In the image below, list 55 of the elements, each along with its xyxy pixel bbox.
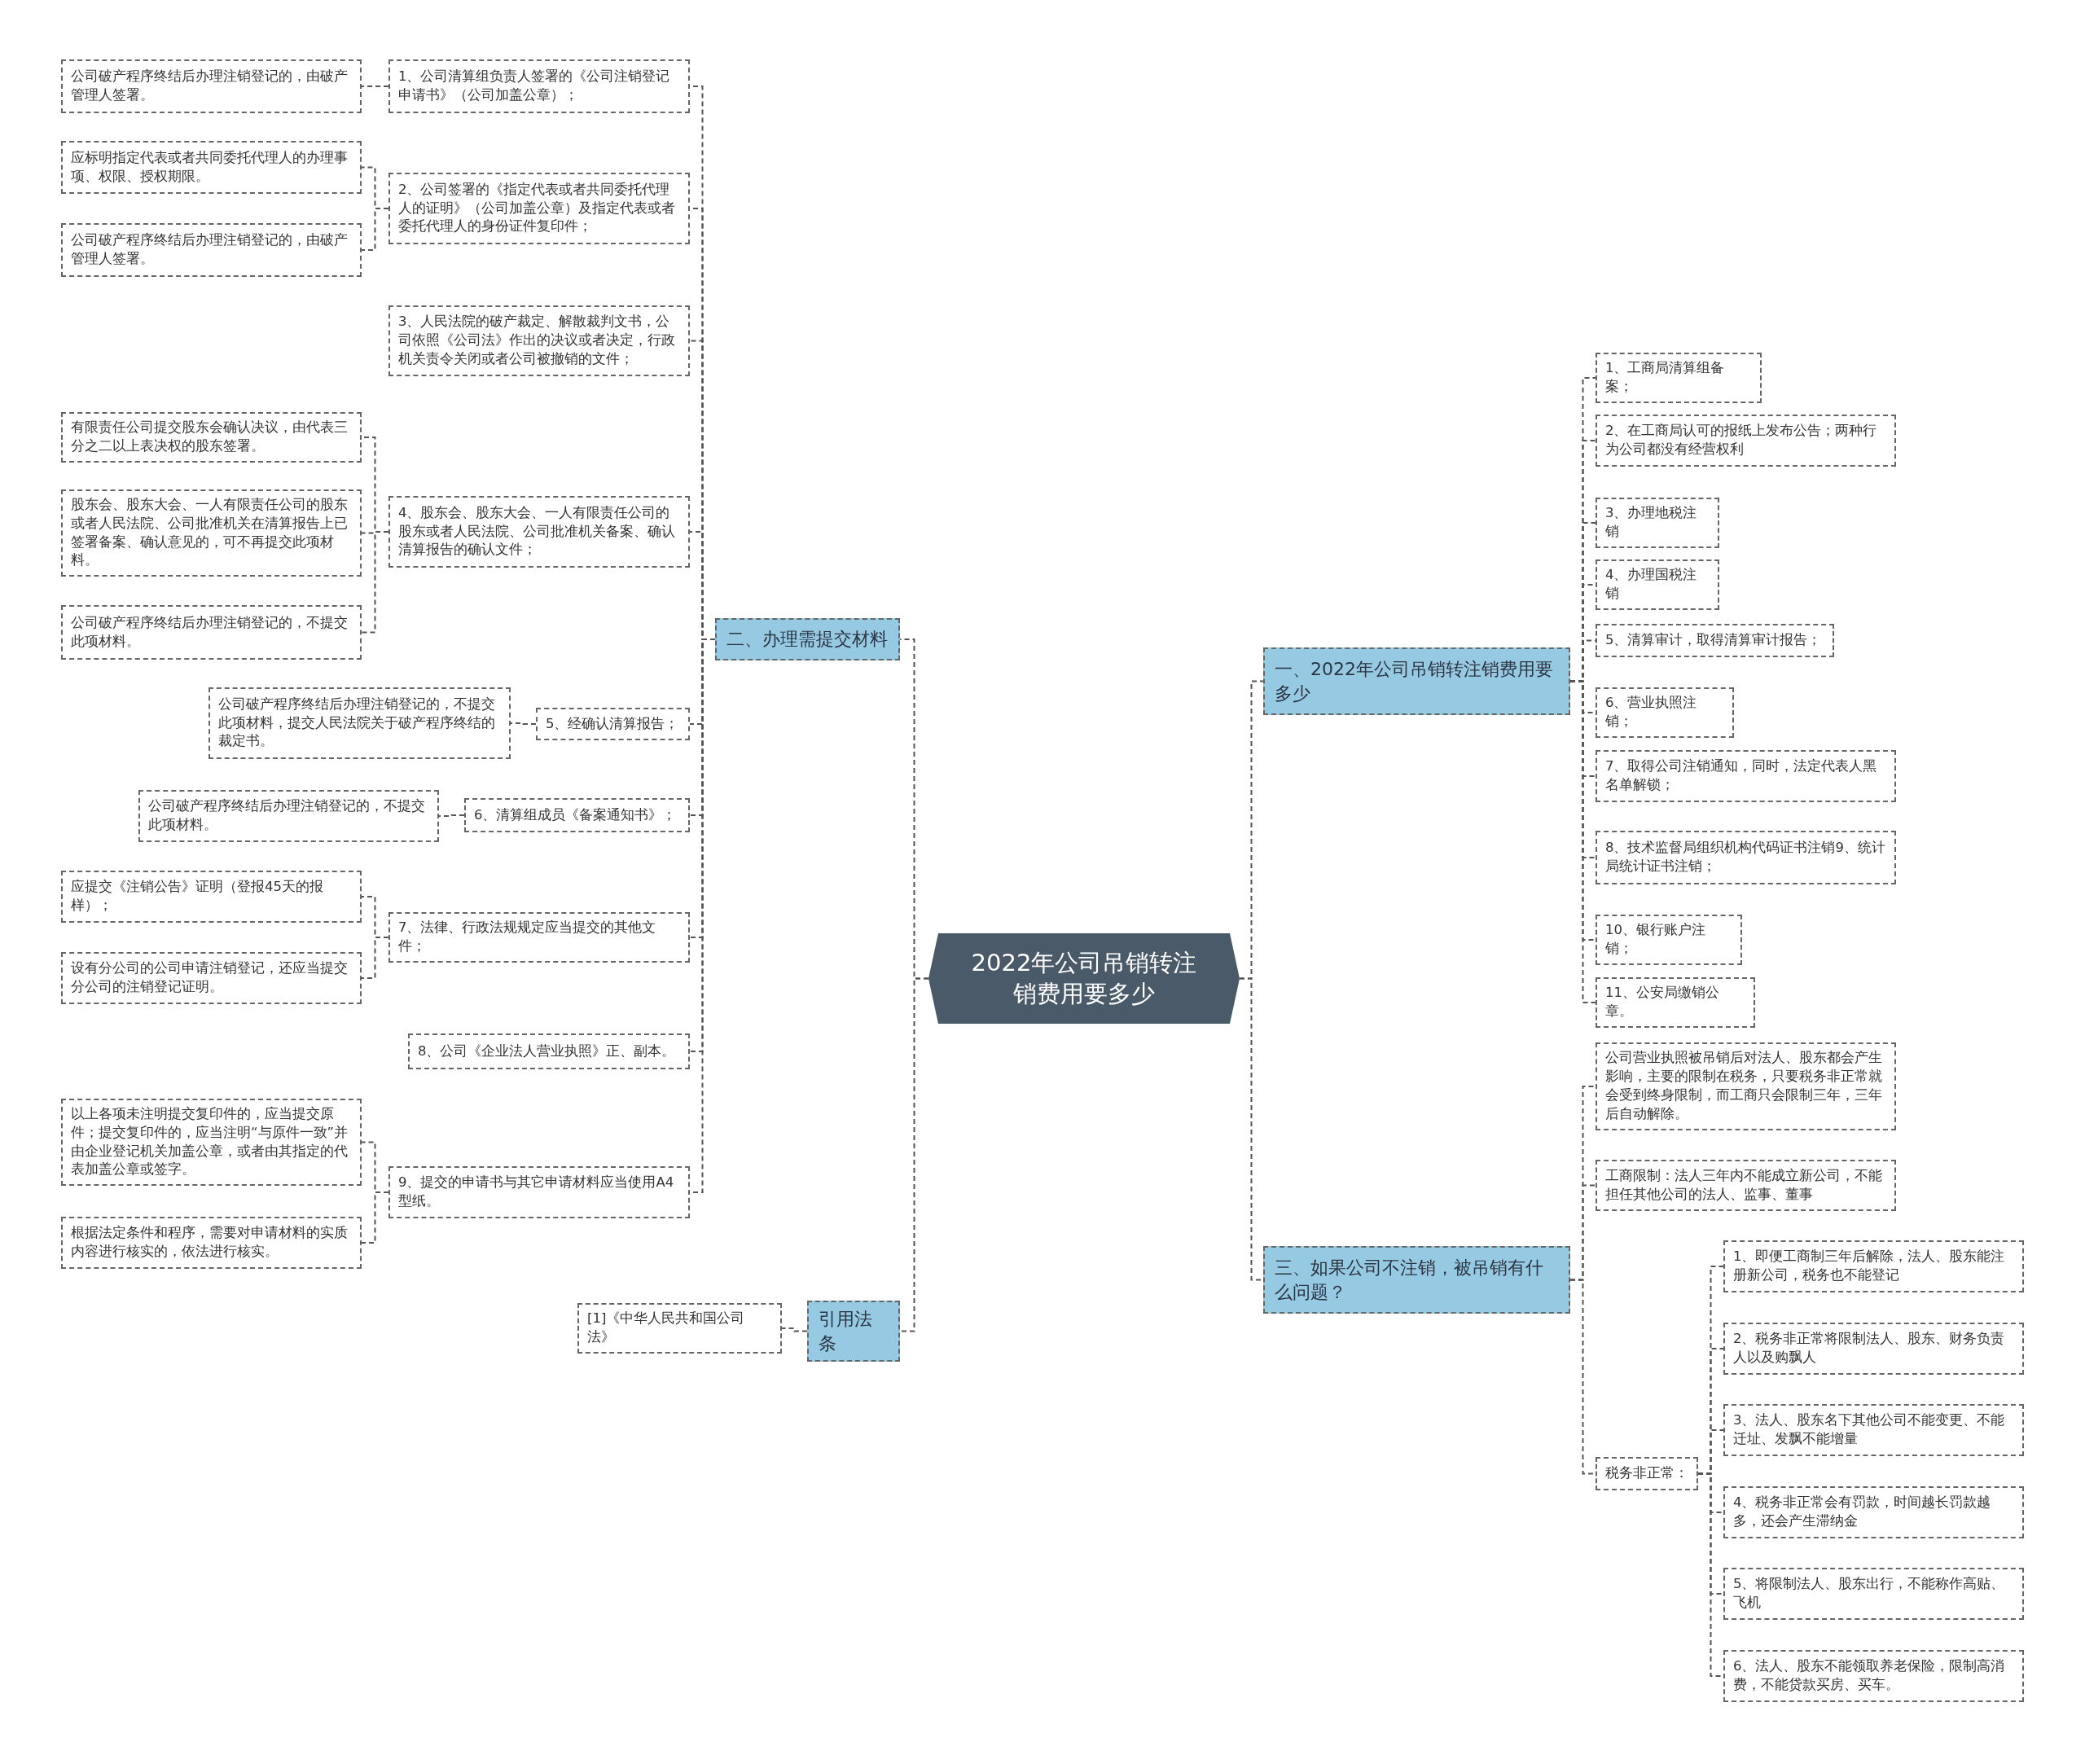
note-box: 1、公司清算组负责人签署的《公司注销登记申请书》（公司加盖公章）； (388, 59, 690, 113)
note-box: 5、经确认清算报告； (536, 708, 690, 740)
note-box: 5、将限制法人、股东出行，不能称作高贴、飞机 (1723, 1568, 2024, 1620)
note-box: 设有分公司的公司申请注销登记，还应当提交分公司的注销登记证明。 (61, 952, 362, 1004)
branch-box: 一、2022年公司吊销转注销费用要多少 (1263, 647, 1570, 715)
note-box: 有限责任公司提交股东会确认决议，由代表三分之二以上表决权的股东签署。 (61, 412, 362, 463)
note-box: 工商限制：法人三年内不能成立新公司，不能担任其他公司的法人、监事、董事 (1596, 1160, 1896, 1211)
note-box: 以上各项未注明提交复印件的，应当提交原件；提交复印件的，应当注明“与原件一致”并由企业登记机关加盖公章，或者由其指定的代表加盖公章或签字。 (61, 1099, 362, 1187)
connector-line (438, 814, 465, 817)
note-box: 2、税务非正常将限制法人、股东、财务负责人以及购飘人 (1723, 1323, 2024, 1375)
note-box: 2、公司签署的《指定代表或者共同委托代理人的证明》（公司加盖公章）及指定代表或者委托代理人的身份证件复印件； (388, 173, 690, 244)
note-box: 应提交《注销公告》证明（登报45天的报样）； (61, 871, 362, 923)
note-box: 8、技术监督局组织机构代码证书注销9、统计局统计证书注销； (1596, 831, 1896, 884)
note-box: 8、公司《企业法人营业执照》正、副本。 (408, 1033, 690, 1069)
note-box: [1]《中华人民共和国公司法》 (577, 1303, 782, 1354)
note-box: 5、清算审计，取得清算审计报告； (1596, 624, 1834, 657)
note-box: 股东会、股东大会、一人有限责任公司的股东或者人民法院、公司批准机关在清算报告上已签署备案、确认意见的，可不再提交此项材料。 (61, 489, 362, 577)
note-box: 公司破产程序终结后办理注销登记的，不提交此项材料。 (138, 790, 439, 842)
connector-line (899, 977, 929, 1332)
note-box: 7、取得公司注销通知，同时，法定代表人黑名单解锁； (1596, 750, 1896, 802)
note-box: 应标明指定代表或者共同委托代理人的办理事项、权限、授权期限。 (61, 141, 362, 194)
connector-line (361, 208, 389, 251)
branch-box: 三、如果公司不注销，被吊销有什么问题？ (1263, 1246, 1570, 1314)
note-box: 9、提交的申请书与其它申请材料应当使用A4型纸。 (388, 1166, 690, 1218)
connector-line (510, 722, 537, 725)
connector-line (361, 937, 389, 979)
note-box: 3、人民法院的破产裁定、解散裁判文书，公司依照《公司法》作出的决议或者决定，行政机关责令关闭或者公司被撤销的文件； (388, 305, 690, 376)
connector-line (361, 531, 389, 634)
note-box: 11、公安局缴销公章。 (1596, 977, 1755, 1028)
note-box: 4、股东会、股东大会、一人有限责任公司的股东或者人民法院、公司批准机关备案、确认清算报告的确认文件； (388, 496, 690, 568)
connector-line (361, 86, 389, 87)
note-box: 1、工商局清算组备案； (1596, 353, 1762, 403)
note-box: 公司破产程序终结后办理注销登记的，不提交此项材料，提交人民法院关于破产程序终结的裁定书。 (208, 687, 511, 759)
note-box: 4、税务非正常会有罚款，时间越长罚款越多，还会产生滞纳金 (1723, 1486, 2024, 1538)
connector-line (781, 1327, 808, 1332)
branch-box: 二、办理需提交材料 (715, 618, 900, 660)
note-box: 1、即便工商制三年后解除，法人、股东能注册新公司，税务也不能登记 (1723, 1240, 2024, 1292)
note-box: 6、清算组成员《备案通知书》； (464, 798, 690, 832)
note-box: 公司破产程序终结后办理注销登记的，由破产管理人签署。 (61, 223, 362, 277)
note-box: 6、法人、股东不能领取养老保险，限制高消费，不能贷款买房、买车。 (1723, 1650, 2024, 1702)
branch-box: 引用法条 (807, 1301, 900, 1362)
topic-hexagon: 2022年公司吊销转注销费用要多少 (928, 933, 1240, 1024)
note-box: 3、办理地税注销 (1596, 498, 1719, 548)
note-box: 10、银行账户注销； (1596, 915, 1742, 965)
note-box: 2、在工商局认可的报纸上发布公告；两种行为公司都没有经营权利 (1596, 415, 1896, 467)
connector-line (361, 1191, 389, 1244)
note-box: 公司营业执照被吊销后对法人、股东都会产生影响，主要的限制在税务，只要税务非正常就会受到终身限制，而工商只会限制三年，三年后自动解除。 (1596, 1042, 1896, 1130)
note-box: 公司破产程序终结后办理注销登记的，不提交此项材料。 (61, 605, 362, 660)
note-box: 7、法律、行政法规规定应当提交的其他文件； (388, 912, 690, 963)
note-box: 4、办理国税注销 (1596, 559, 1719, 610)
note-box: 3、法人、股东名下其他公司不能变更、不能迁址、发飘不能增量 (1723, 1404, 2024, 1456)
note-box: 公司破产程序终结后办理注销登记的，由破产管理人签署。 (61, 59, 362, 113)
note-box: 6、营业执照注销； (1596, 687, 1734, 738)
note-box: 根据法定条件和程序，需要对申请材料的实质内容进行核实的，依法进行核实。 (61, 1217, 362, 1269)
note-box: 税务非正常： (1596, 1457, 1698, 1490)
